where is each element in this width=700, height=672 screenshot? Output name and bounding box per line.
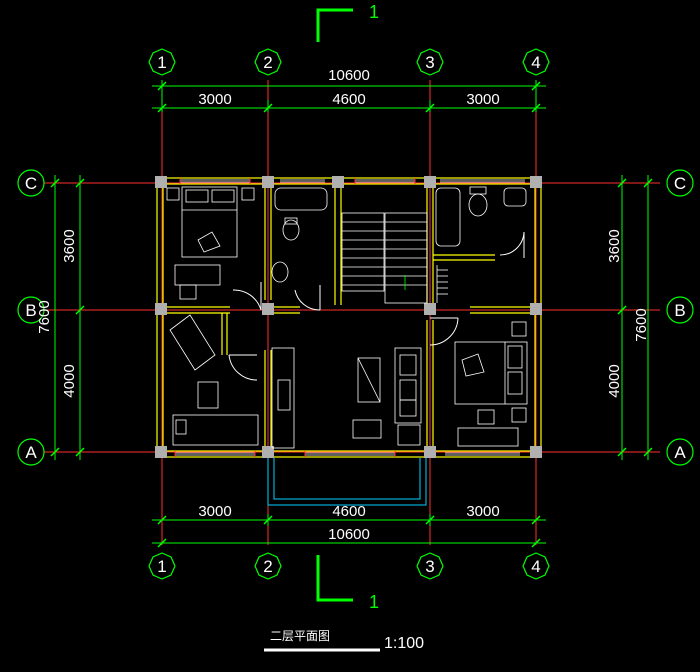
axis-bubble-2-top [254, 48, 282, 76]
dim-bottom-seg-1: 3000 [198, 503, 231, 520]
axis-bubble-1-top [148, 48, 176, 76]
dim-top-seg-3: 3000 [466, 91, 499, 108]
axis-label-b-left: B [25, 301, 36, 320]
axis-label-3-bottom: 3 [425, 557, 434, 576]
columns [155, 176, 542, 458]
section-mark-label-bottom: 1 [369, 592, 379, 612]
dim-right-total: 7600 [633, 308, 650, 341]
furniture [166, 186, 528, 449]
axis-label-1-bottom: 1 [157, 557, 166, 576]
axis-label-2-bottom: 2 [263, 557, 272, 576]
axis-label-c-left: C [25, 174, 37, 193]
axis-label-c-right: C [674, 174, 686, 193]
axis-label-3-top: 3 [425, 53, 434, 72]
doors [228, 231, 525, 381]
axis-bubble-a-right [666, 438, 694, 466]
section-mark-label-top: 1 [369, 2, 379, 22]
dim-top-seg-1: 3000 [198, 91, 231, 108]
axis-label-a-left: A [25, 443, 37, 462]
axis-bubble-c-right [666, 169, 694, 197]
dim-left-seg-1: 3600 [61, 229, 78, 262]
axis-bubble-4-top [522, 48, 550, 76]
axis-bubble-2-bottom [254, 552, 282, 580]
axis-bubble-b-right [666, 296, 694, 324]
axis-bubble-1-bottom [148, 552, 176, 580]
axis-bubbles [17, 48, 694, 580]
axis-label-4-bottom: 4 [531, 557, 540, 576]
dim-right-seg-1: 3600 [606, 229, 623, 262]
axis-label-1-top: 1 [157, 53, 166, 72]
drawing-scale: 1:100 [384, 635, 424, 652]
dim-right-seg-2: 4000 [606, 364, 623, 397]
axis-bubble-3-bottom [416, 552, 444, 580]
dimension-ticks [50, 81, 653, 548]
windows [175, 179, 525, 456]
dim-top-total: 10600 [328, 67, 370, 84]
dim-bottom-seg-3: 3000 [466, 503, 499, 520]
axis-label-2-top: 2 [263, 53, 272, 72]
balcony [267, 458, 427, 506]
dim-top-seg-2: 4600 [332, 91, 365, 108]
axis-bubble-3-top [416, 48, 444, 76]
dim-bottom-total: 10600 [328, 526, 370, 543]
stairs [341, 212, 448, 304]
axis-label-b-right: B [674, 301, 685, 320]
dimension-lines [54, 8, 649, 602]
dim-bottom-seg-2: 4600 [332, 503, 365, 520]
grid-lines [42, 80, 660, 545]
axis-bubble-b-left [17, 296, 45, 324]
axis-label-4-top: 4 [531, 53, 540, 72]
axis-bubble-c-left [17, 169, 45, 197]
dim-left-total: 7600 [36, 300, 53, 333]
axis-label-a-right: A [674, 443, 686, 462]
walls [156, 177, 542, 458]
window-frames [174, 178, 416, 457]
axis-bubble-a-left [17, 438, 45, 466]
axis-bubble-4-bottom [522, 552, 550, 580]
drawing-title: 二层平面图 [270, 629, 330, 643]
dim-left-seg-2: 4000 [61, 364, 78, 397]
